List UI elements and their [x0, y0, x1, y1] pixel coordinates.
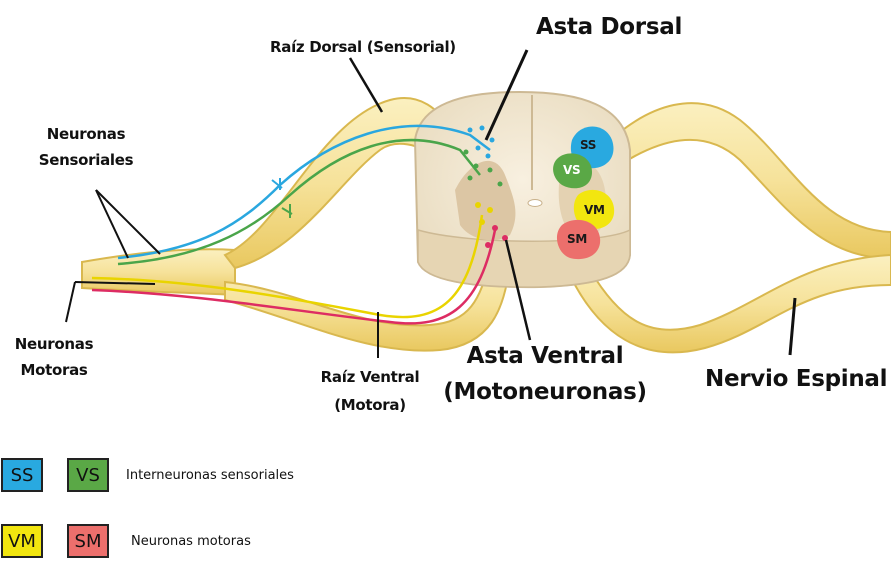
- ventral-horn-line1: Asta Ventral: [440, 338, 650, 374]
- dorsal-horn-label: Asta Dorsal: [536, 14, 682, 40]
- right-dorsal-root: [600, 103, 891, 258]
- sensory-neurons-line1: Neuronas: [36, 121, 136, 147]
- legend-motor-text: Neuronas motoras: [131, 534, 251, 549]
- ventral-horn-label: Asta Ventral (Motoneuronas): [440, 338, 650, 410]
- legend-ss-box: SS: [1, 458, 43, 492]
- region-ss-label: SS: [580, 138, 596, 152]
- legend-sensory-text: Interneuronas sensoriales: [126, 468, 294, 483]
- motor-neurons-label: Neuronas Motoras: [4, 331, 104, 383]
- motor-neurons-line2: Motoras: [4, 357, 104, 383]
- pointer-sensory-1: [96, 190, 128, 258]
- pointer-dorsal-root: [350, 58, 382, 112]
- region-vs-label: VS: [563, 163, 580, 177]
- dorsal-root-label: Raíz Dorsal (Sensorial): [270, 38, 456, 56]
- sensory-neurons-label: Neuronas Sensoriales: [36, 121, 136, 173]
- ventral-horn-line2: (Motoneuronas): [440, 374, 650, 410]
- legend-vm-box: VM: [1, 524, 43, 558]
- central-canal: [528, 200, 542, 207]
- legend-vs-box: VS: [67, 458, 109, 492]
- pointer-sensory-2: [96, 190, 160, 254]
- sensory-neurons-line2: Sensoriales: [36, 147, 136, 173]
- ventral-root-line2: (Motora): [300, 391, 440, 419]
- legend-sm-box: SM: [67, 524, 109, 558]
- region-vm-label: VM: [584, 203, 605, 217]
- region-sm-label: SM: [567, 232, 587, 246]
- ventral-root-line1: Raíz Ventral: [300, 363, 440, 391]
- spinal-nerve-label: Nervio Espinal: [705, 366, 887, 392]
- ventral-root-label: Raíz Ventral (Motora): [300, 363, 440, 419]
- pointer-motor-1: [66, 282, 75, 322]
- motor-neurons-line1: Neuronas: [4, 331, 104, 357]
